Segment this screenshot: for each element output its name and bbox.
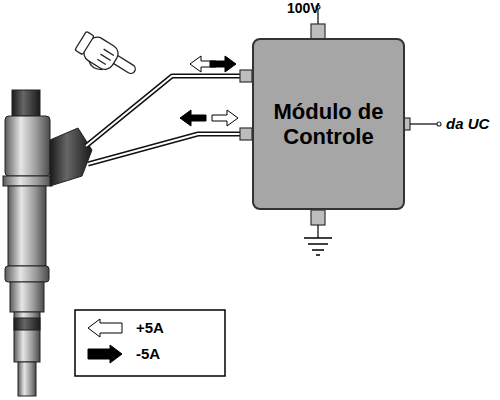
ground-symbol <box>304 238 332 255</box>
control-module-box: Módulo de Controle <box>252 38 405 210</box>
pointing-hand <box>72 30 140 87</box>
legend-text: -5A <box>136 345 160 362</box>
legend-arrow-sample <box>88 319 122 337</box>
supply-voltage-label: 100V <box>287 0 320 16</box>
legend-frame <box>75 310 225 376</box>
module-terminals <box>240 5 441 238</box>
current-arrows <box>180 56 238 126</box>
cable-wires <box>86 76 240 164</box>
legend-text: +5A <box>136 319 164 336</box>
module-title: Módulo de Controle <box>258 99 399 149</box>
legend-samples <box>88 319 122 363</box>
signal-label: da UC <box>446 115 489 132</box>
legend-arrow-sample <box>88 345 122 363</box>
